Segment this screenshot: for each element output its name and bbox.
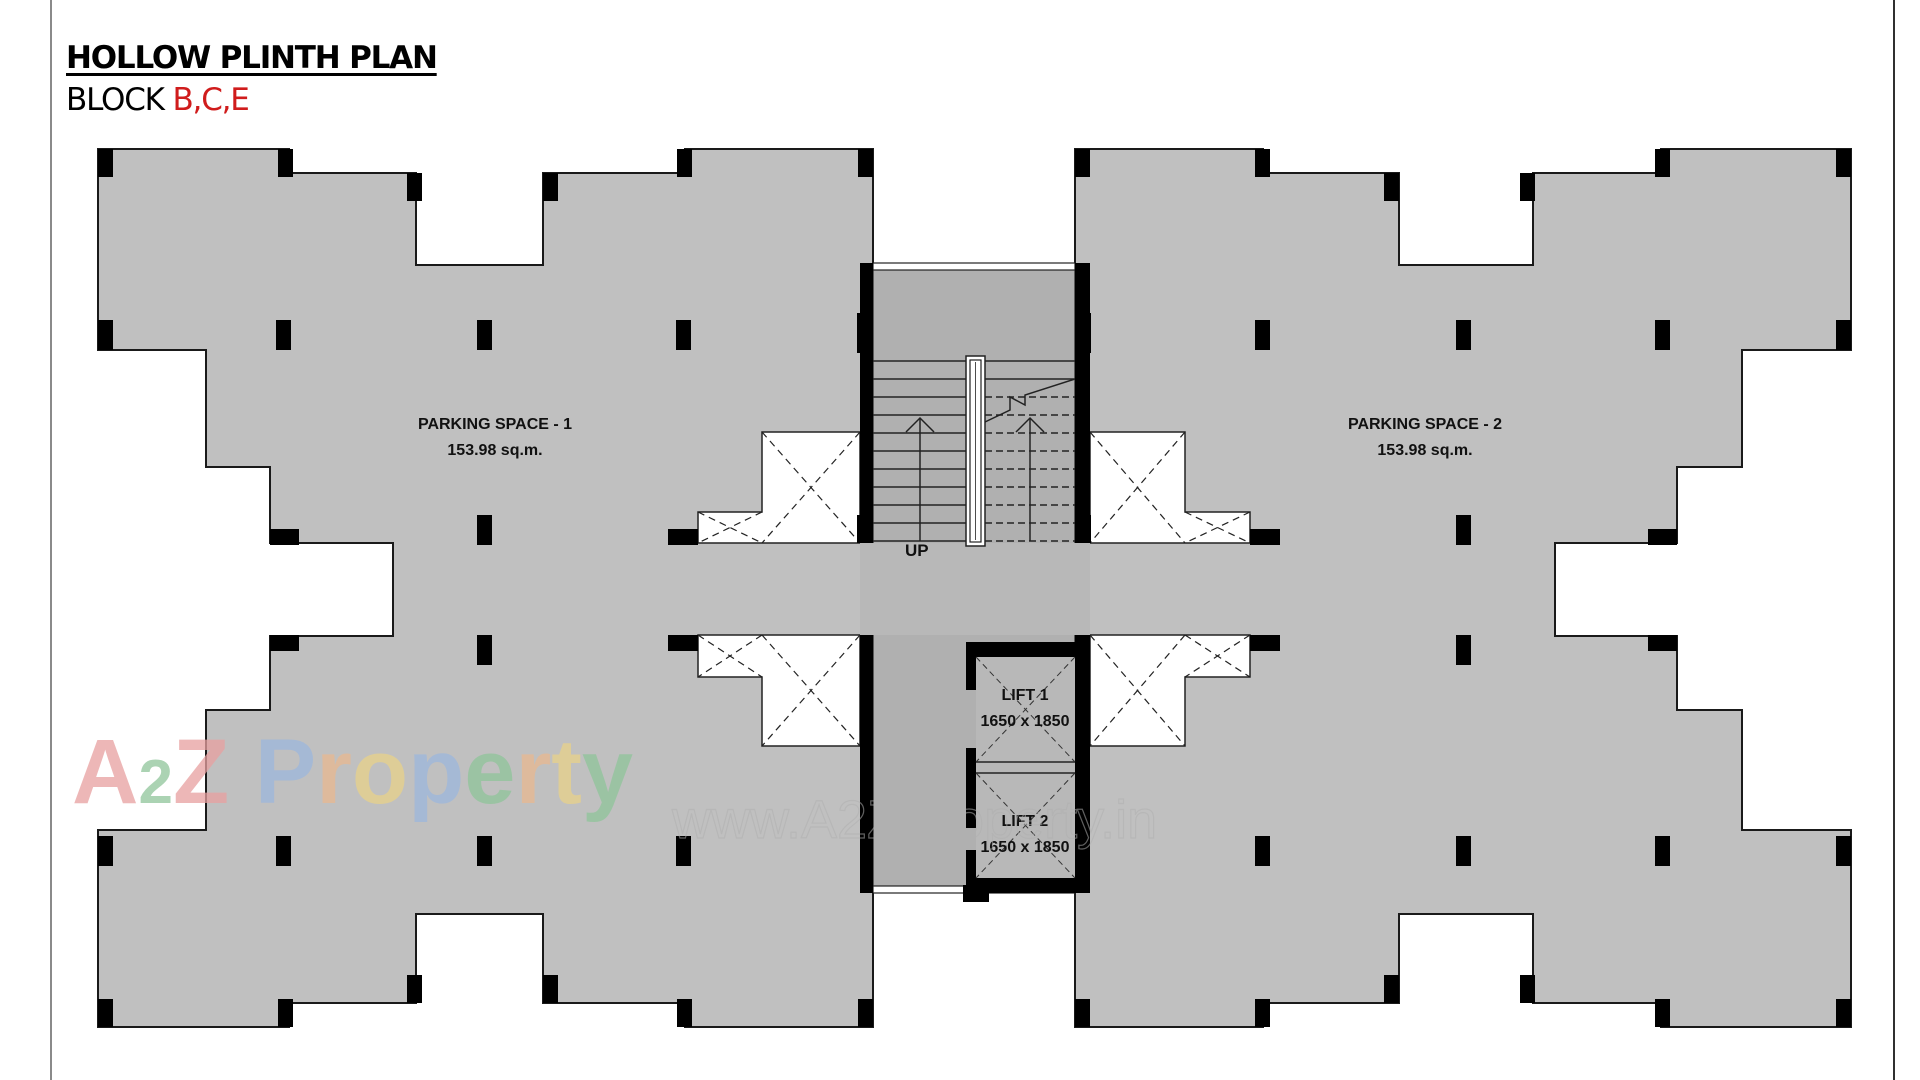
parking-space-2-label: PARKING SPACE - 2 153.98 sq.m. — [1348, 416, 1502, 459]
subtitle-blocks: B,C,E — [172, 82, 249, 118]
watermark-logo: A2Z Property — [72, 721, 633, 823]
stair-up-arrow-icon — [905, 416, 1045, 541]
plan-title: HOLLOW PLINTH PLAN — [66, 40, 438, 76]
sheet-border-right — [1893, 0, 1895, 1080]
plan-subtitle: BLOCK B,C,E — [66, 82, 437, 118]
columns-right-wing — [1075, 149, 1851, 1027]
lift-2: LIFT 2 1650 x 1850 — [981, 813, 1070, 856]
stair-break-line — [984, 378, 1076, 423]
stair-lift-core: UP LIFT — [857, 262, 1091, 902]
parking-space-1-area: 153.98 sq.m. — [447, 442, 542, 459]
parking-space-1-label: PARKING SPACE - 1 153.98 sq.m. — [418, 416, 572, 459]
core-walls — [857, 263, 1091, 893]
parking-space-1-name: PARKING SPACE - 1 — [418, 416, 572, 433]
columns-left-wing — [98, 149, 873, 1027]
svg-text:A2Z Property: A2Z Property — [72, 721, 633, 823]
lift-1-name: LIFT 1 — [1001, 687, 1048, 704]
lift-2-size: 1650 x 1850 — [981, 839, 1070, 856]
lift-shaft — [963, 642, 1076, 902]
lift-2-name: LIFT 2 — [1001, 813, 1048, 830]
stair-up-label: UP — [905, 541, 929, 560]
duct-void-right-top — [1089, 431, 1251, 544]
parking-space-1-floor — [97, 148, 874, 1028]
watermark-url: www.A2ZProperty.in — [671, 790, 1157, 850]
parking-space-2-area: 153.98 sq.m. — [1377, 442, 1472, 459]
subtitle-prefix: BLOCK — [66, 82, 165, 118]
duct-void-left-bottom — [697, 634, 861, 747]
parking-space-2-floor — [1074, 148, 1852, 1028]
title-block: HOLLOW PLINTH PLAN BLOCK B,C,E — [66, 40, 438, 118]
lift-1: LIFT 1 1650 x 1850 — [981, 687, 1070, 730]
parking-space-2-name: PARKING SPACE - 2 — [1348, 416, 1502, 433]
sheet-border-left — [50, 0, 52, 1080]
lift-1-size: 1650 x 1850 — [981, 713, 1070, 730]
